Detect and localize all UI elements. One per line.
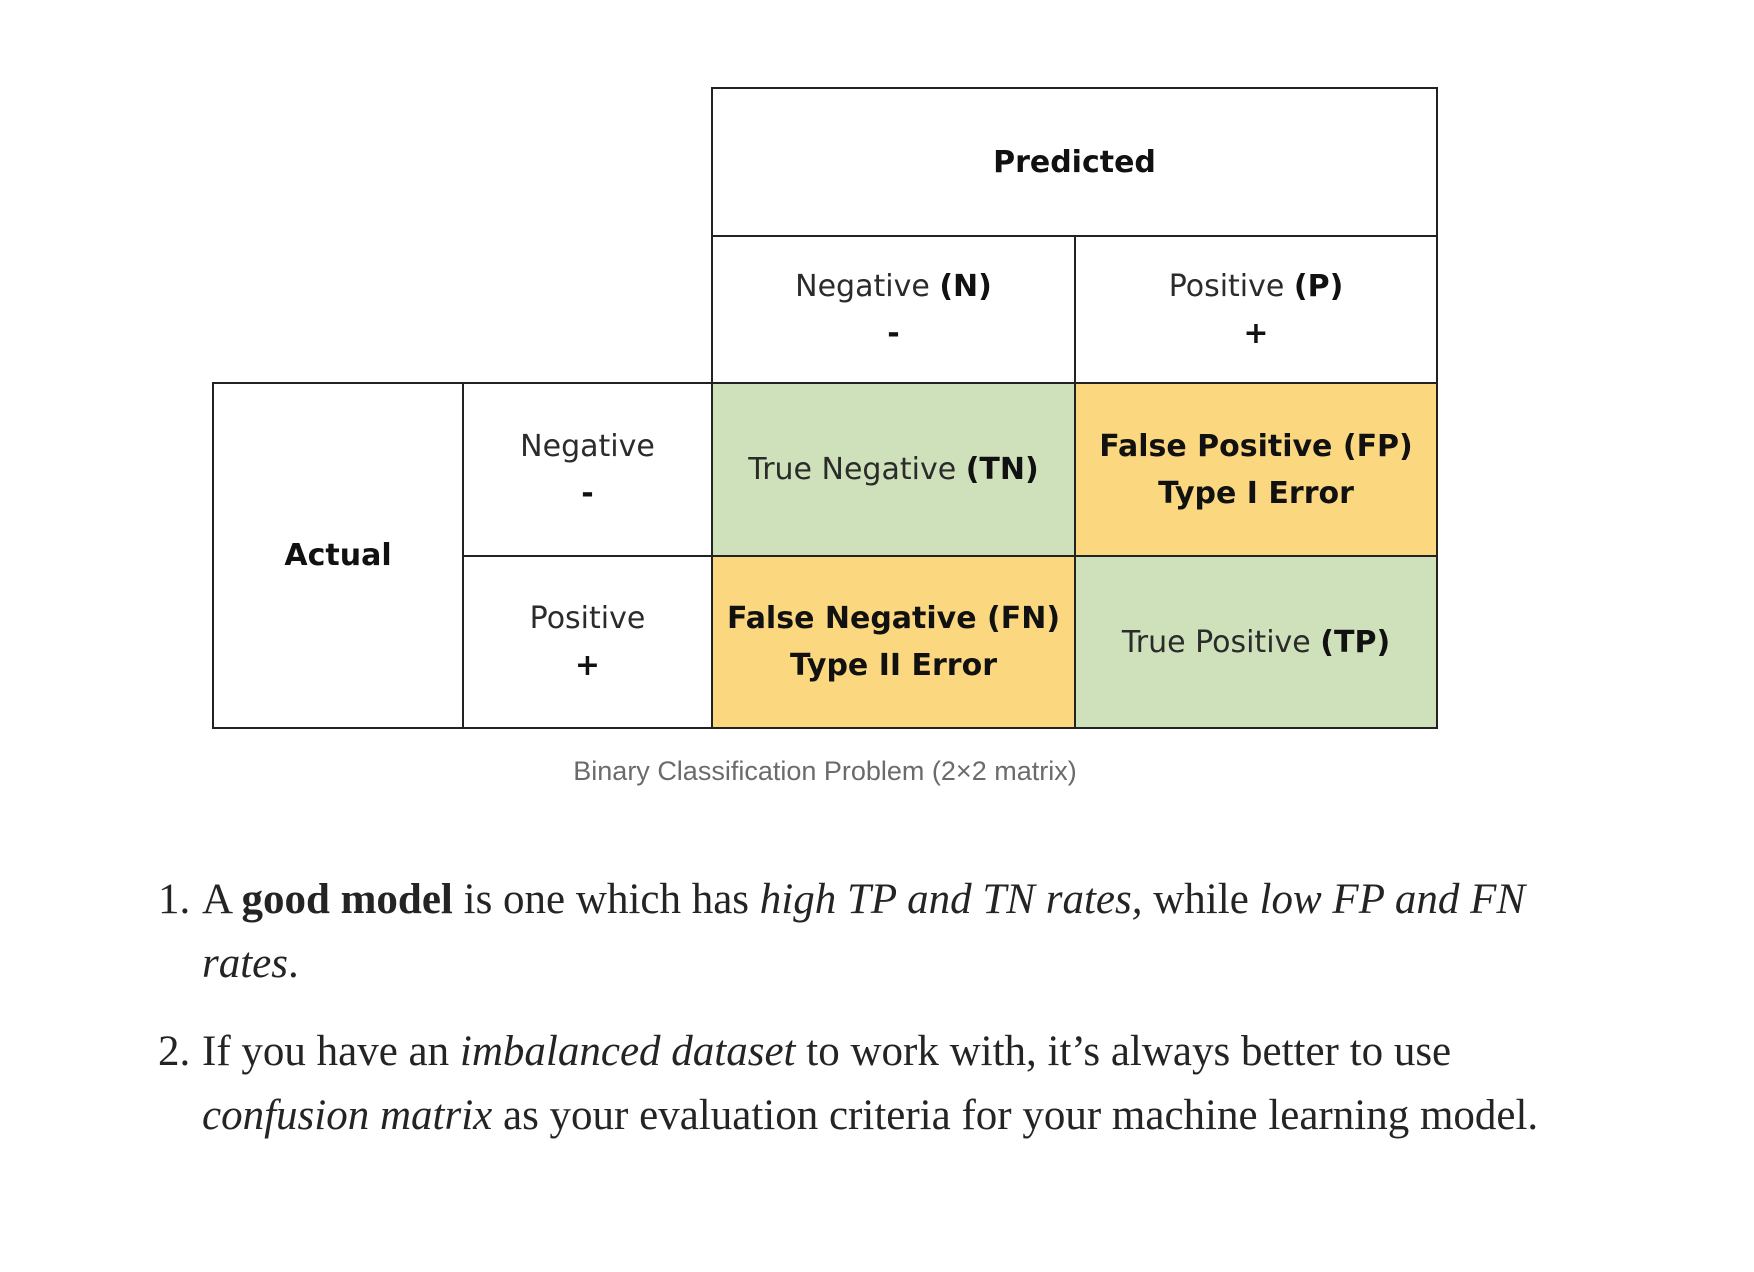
text-run: to work with, it’s always better to use xyxy=(795,1028,1452,1075)
row-negative-label: Negative xyxy=(520,428,655,464)
row-header-negative: Negative - xyxy=(462,382,713,557)
italic-phrase: high TP and TN rates, xyxy=(759,876,1143,923)
column-negative-sign: - xyxy=(887,316,900,351)
cell-true-negative: True Negative (TN) xyxy=(711,382,1076,557)
column-header-positive: Positive (P) + xyxy=(1074,235,1438,385)
tp-label: True Positive xyxy=(1121,624,1311,660)
column-positive-label: Positive xyxy=(1168,269,1285,304)
row-header-positive: Positive + xyxy=(462,555,713,729)
fp-line2: Type I Error xyxy=(1158,475,1354,511)
column-positive-tag: (P) xyxy=(1293,269,1344,304)
actual-header: Actual xyxy=(212,382,464,729)
row-negative-sign: - xyxy=(581,475,594,511)
column-header-negative: Negative (N) - xyxy=(711,235,1076,385)
text-run: as your evaluation criteria for your mac… xyxy=(492,1092,1539,1139)
column-negative-label: Negative xyxy=(795,269,930,304)
cell-true-positive: True Positive (TP) xyxy=(1074,555,1438,729)
actual-header-label: Actual xyxy=(284,538,392,573)
tn-label: True Negative xyxy=(748,452,957,487)
italic-phrase: imbalanced dataset xyxy=(459,1028,796,1075)
fp-line1: False Positive (FP) xyxy=(1099,428,1413,464)
list-number: 2. xyxy=(158,1028,191,1075)
column-positive-sign: + xyxy=(1243,316,1269,351)
bold-phrase: good model xyxy=(241,876,453,923)
fn-line1: False Negative (FN) xyxy=(726,601,1061,636)
text-run: while xyxy=(1142,876,1260,923)
list-item: 2. If you have an imbalanced dataset to … xyxy=(150,1020,1550,1148)
tp-tag: (TP) xyxy=(1320,624,1391,660)
cell-false-positive: False Positive (FP) Type I Error xyxy=(1074,382,1438,557)
column-negative-tag: (N) xyxy=(939,269,992,304)
takeaways-list: 1. A good model is one which has high TP… xyxy=(150,868,1550,1172)
italic-phrase: confusion matrix xyxy=(202,1092,493,1139)
list-item: 1. A good model is one which has high TP… xyxy=(150,868,1550,996)
row-positive-sign: + xyxy=(574,648,601,683)
figure-caption: Binary Classification Problem (2×2 matri… xyxy=(573,756,1077,786)
predicted-header: Predicted xyxy=(711,87,1438,237)
row-positive-label: Positive xyxy=(529,601,646,636)
text-run: If you have an xyxy=(202,1028,460,1075)
text-run: is one which has xyxy=(452,876,760,923)
fn-line2: Type II Error xyxy=(790,648,997,683)
italic-phrase: low FP and FN rates xyxy=(202,876,1526,987)
list-number: 1. xyxy=(158,876,191,923)
tn-tag: (TN) xyxy=(965,452,1039,487)
text-run: A xyxy=(202,876,242,923)
cell-false-negative: False Negative (FN) Type II Error xyxy=(711,555,1076,729)
text-run: . xyxy=(288,940,299,987)
predicted-header-label: Predicted xyxy=(993,144,1156,180)
